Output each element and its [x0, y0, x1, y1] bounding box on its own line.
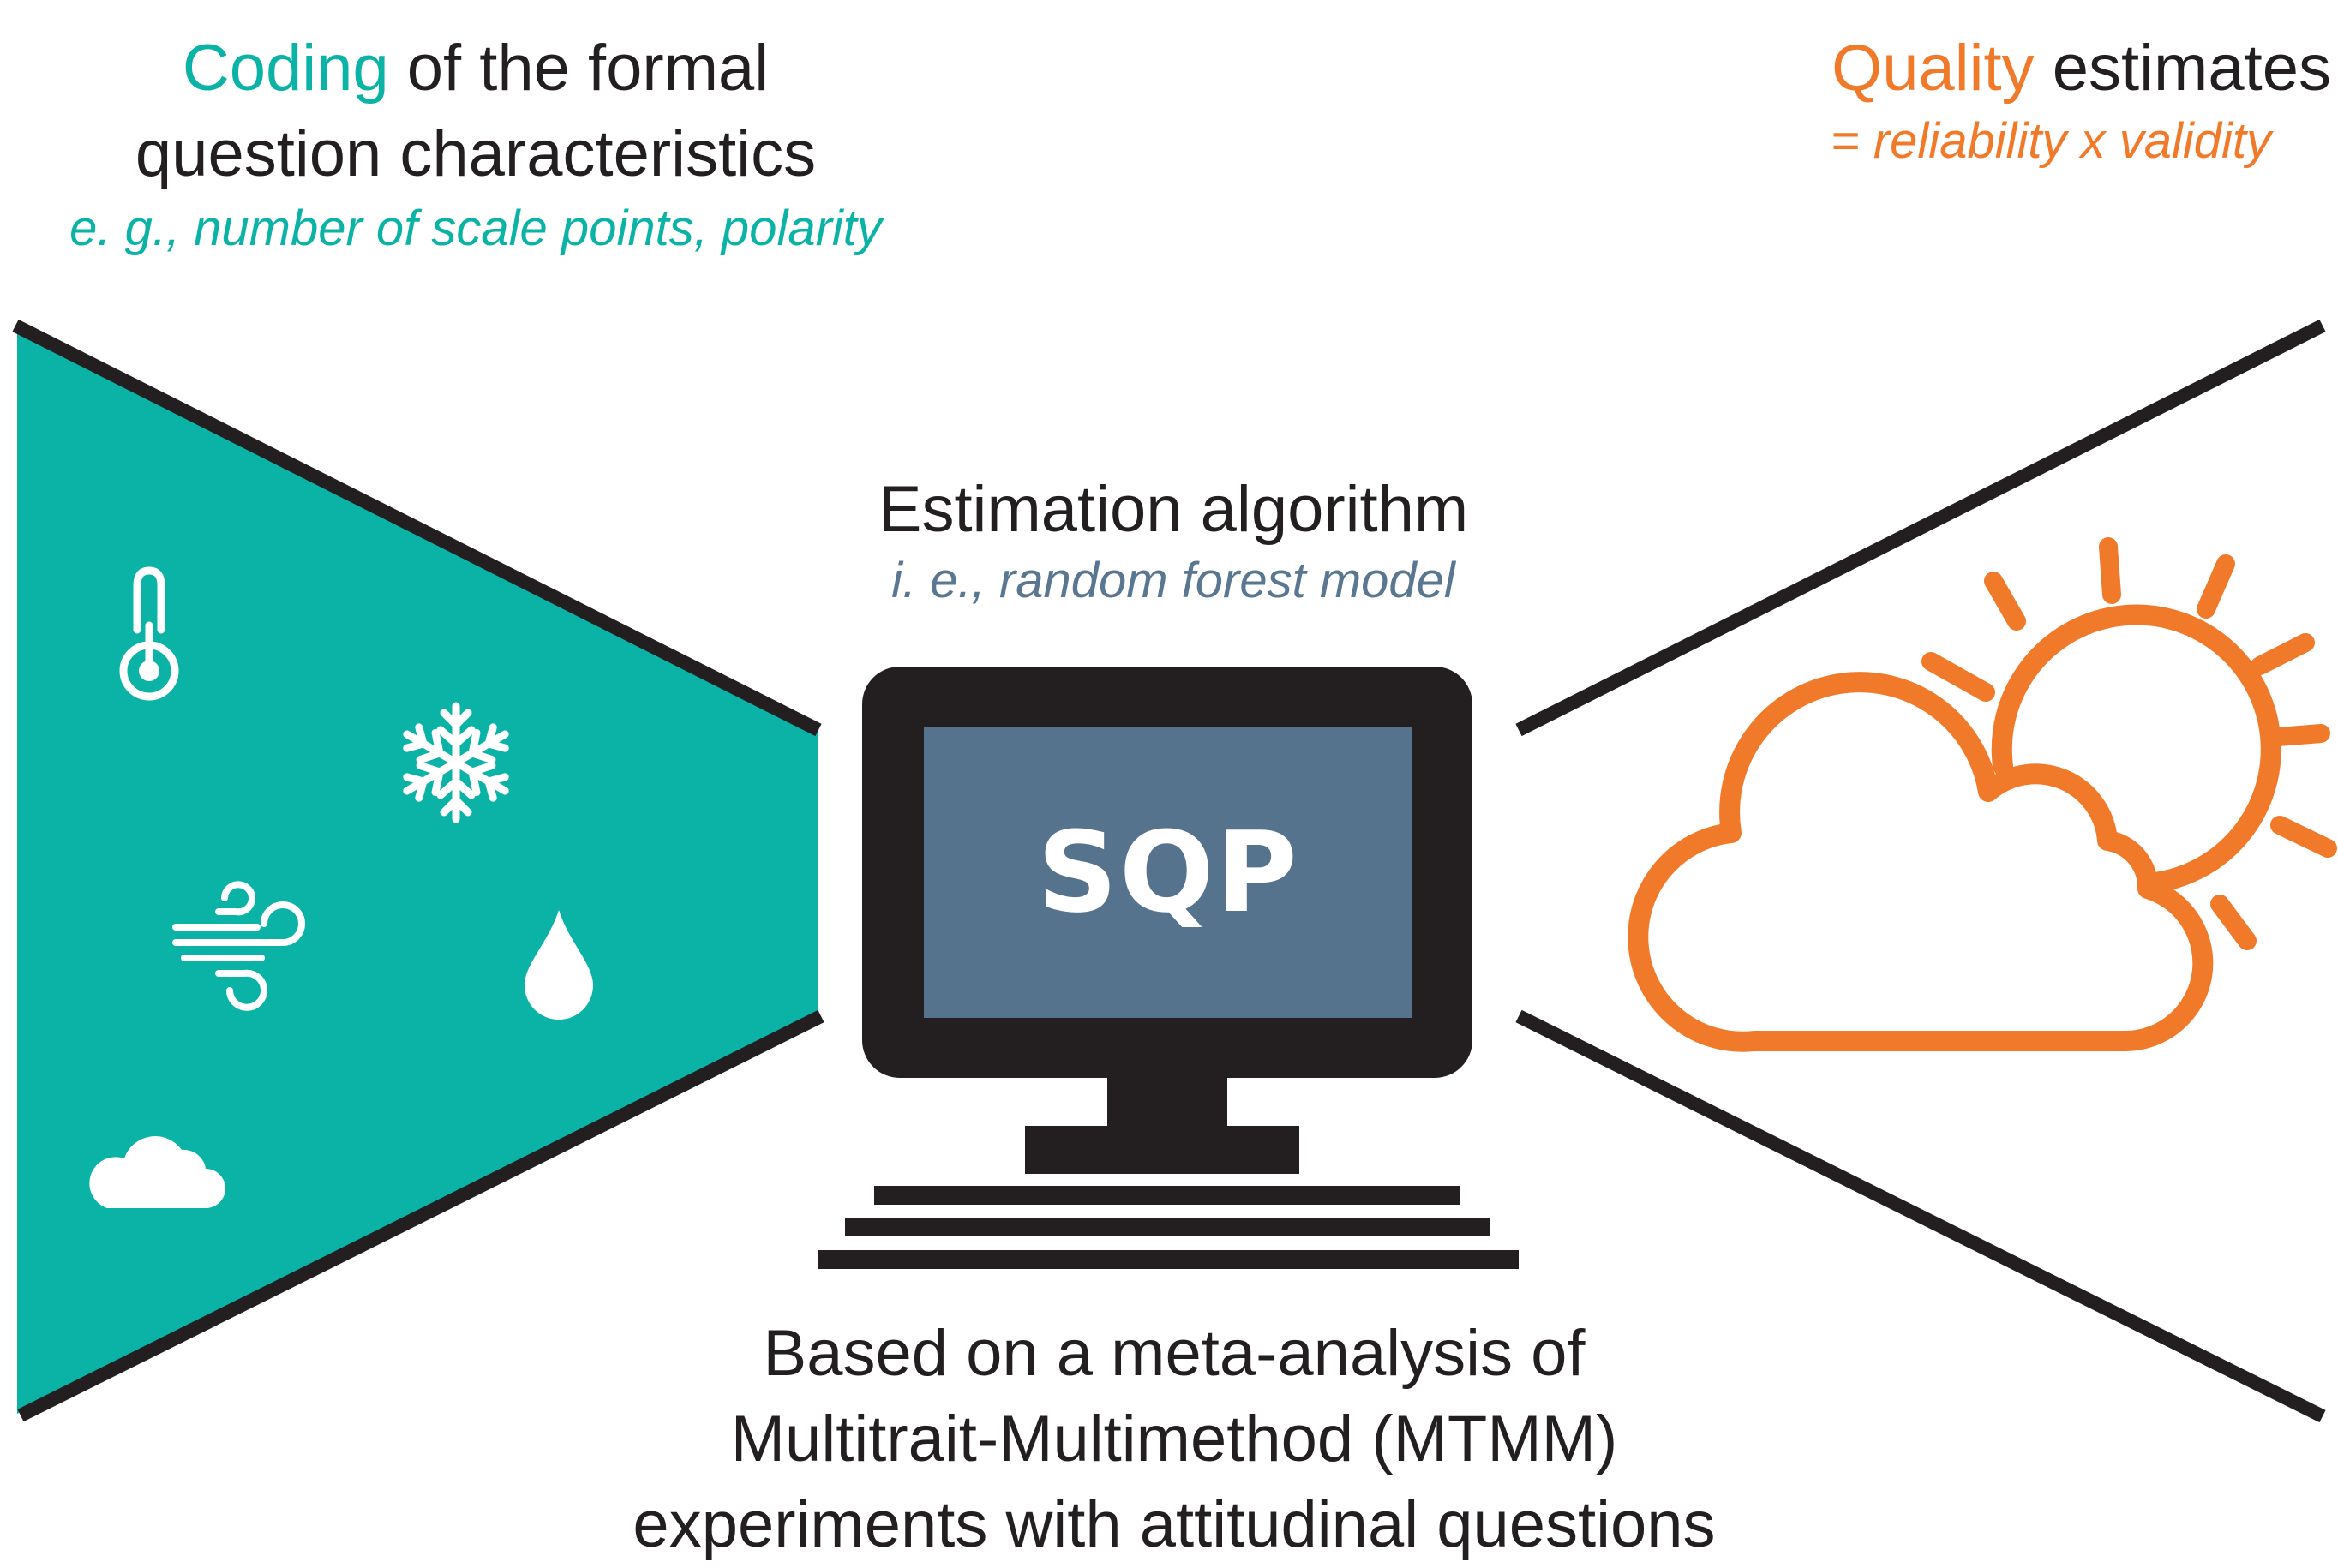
wind-icon	[172, 881, 305, 1011]
right-formula-text: = reliability x validity	[1830, 113, 2271, 169]
left-heading-line1-rest: of the formal	[388, 32, 770, 105]
bottom-line-2: Multitrait-Multimethod (MTMM)	[730, 1403, 1618, 1475]
bottom-description: Based on a meta-analysis of Multitrait-M…	[531, 1311, 1817, 1568]
left-heading-accent: Coding	[182, 32, 389, 105]
left-funnel-shape	[17, 327, 818, 1414]
keyboard-row-2	[845, 1218, 1490, 1236]
left-heading: Coding of the formal question characteri…	[0, 26, 951, 197]
bottom-line-1: Based on a meta-analysis of	[763, 1317, 1586, 1390]
right-heading-rest: estimates	[2034, 32, 2331, 105]
right-funnel-top-edge	[1515, 319, 2326, 737]
right-funnel-bottom-edge	[1515, 1009, 2326, 1423]
left-funnel-top-edge	[12, 319, 822, 737]
center-heading: Estimation algorithm	[878, 473, 1469, 546]
center-subheading: i. e., random forest model	[891, 553, 1455, 608]
right-heading: Quality estimates	[1697, 26, 2331, 111]
bottom-line-3: experiments with attitudinal questions	[632, 1488, 1716, 1561]
left-heading-line2: question characteristics	[135, 117, 817, 190]
left-funnel-bottom-edge	[17, 1009, 824, 1422]
thermometer-icon	[119, 566, 179, 701]
right-heading-accent: Quality	[1831, 32, 2035, 105]
snowflake-icon	[403, 702, 509, 823]
keyboard-row-3	[818, 1250, 1519, 1269]
keyboard-row-1	[874, 1186, 1460, 1205]
sun-behind-cloud-icon	[1628, 537, 2337, 1052]
computer-monitor-icon	[818, 667, 1519, 1269]
cloud-icon	[89, 1136, 225, 1208]
left-example-text: e. g., number of scale points, polarity	[69, 200, 882, 256]
sqp-screen-label: SQP	[1037, 807, 1299, 937]
raindrop-icon	[525, 910, 593, 1020]
monitor-screen	[924, 727, 1412, 1018]
